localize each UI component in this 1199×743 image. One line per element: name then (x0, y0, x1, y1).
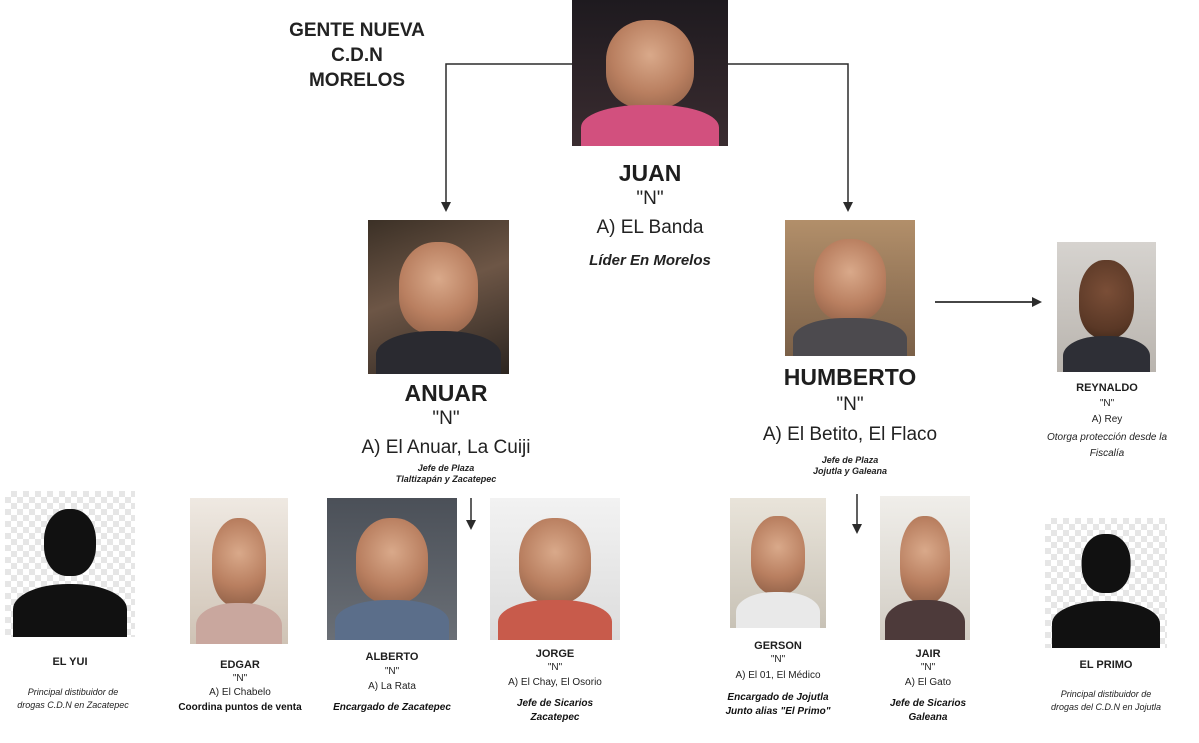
reynaldo-role-line-1: Otorga protección desde la (1046, 432, 1168, 443)
anuar-name: ANUAR (404, 380, 488, 406)
humberto-n: "N" (836, 394, 864, 415)
el-yui-role-line-2: drogas C.D.N en Zacatepec (17, 700, 129, 710)
anuar-role-line-2: Tlaltizapán y Zacatepec (395, 474, 497, 484)
jair-role-line-2: Galeana (908, 712, 948, 723)
jorge-n: "N" (547, 662, 563, 673)
edgar-n: "N" (232, 673, 248, 684)
title-line-3: MORELOS (308, 70, 406, 91)
jorge-photo (490, 498, 620, 640)
gerson-role-line-2: Junto alias "El Primo" (725, 706, 831, 717)
jorge-name: JORGE (535, 648, 575, 660)
silhouette-body-icon (12, 584, 128, 637)
el-primo-role-line-2: drogas del C.D.N en Jojutla (1050, 702, 1162, 712)
juan-role: Líder En Morelos (589, 252, 711, 269)
gerson-role-line-1: Encargado de Jojutla (727, 692, 829, 703)
edgar-alias: A) El Chabelo (209, 687, 271, 698)
gerson-alias: A) El 01, El Médico (735, 670, 821, 681)
silhouette-head-icon (44, 508, 96, 576)
el-primo-name: EL PRIMO (1079, 659, 1133, 671)
jair-n: "N" (920, 662, 936, 673)
silhouette-head-icon (1081, 533, 1131, 594)
el-primo-silhouette (1045, 518, 1167, 648)
jair-photo (880, 496, 970, 640)
gerson-n: "N" (770, 654, 786, 665)
edgar-name: EDGAR (220, 659, 260, 671)
anuar-role-line-1: Jefe de Plaza (417, 463, 475, 473)
juan-alias: A) EL Banda (596, 217, 704, 238)
humberto-alias: A) El Betito, El Flaco (762, 424, 938, 445)
jorge-alias: A) El Chay, El Osorio (508, 677, 602, 688)
jair-role-line-1: Jefe de Sicarios (889, 698, 967, 709)
jair-alias: A) El Gato (904, 677, 952, 688)
el-yui-silhouette (5, 491, 135, 637)
reynaldo-n: "N" (1099, 398, 1115, 409)
alberto-photo (327, 498, 457, 640)
el-yui-name: EL YUI (52, 656, 88, 668)
gerson-name: GERSON (754, 640, 802, 652)
silhouette-body-icon (1052, 601, 1160, 648)
title-line-2: C.D.N (331, 45, 383, 66)
edgar-photo (190, 498, 288, 644)
humberto-photo (785, 220, 915, 356)
juan-photo (572, 0, 728, 146)
juan-name: JUAN (618, 160, 682, 186)
connector-juan-to-humberto (728, 63, 853, 212)
alberto-alias: A) La Rata (368, 681, 416, 692)
anuar-photo (368, 220, 509, 374)
alberto-n: "N" (384, 666, 400, 677)
reynaldo-name: REYNALDO (1076, 382, 1138, 394)
el-primo-role-line-1: Principal distibuidor de (1060, 689, 1152, 699)
anuar-n: "N" (432, 408, 460, 429)
humberto-role-line-1: Jefe de Plaza (821, 455, 879, 465)
jorge-role-line-1: Jefe de Sicarios (516, 698, 594, 709)
title-line-1: GENTE NUEVA (289, 20, 425, 41)
humberto-name: HUMBERTO (783, 364, 917, 390)
edgar-role: Coordina puntos de venta (178, 702, 302, 713)
alberto-name: ALBERTO (365, 651, 419, 663)
jorge-role-line-2: Zacatepec (530, 712, 580, 723)
anuar-alias: A) El Anuar, La Cuiji (361, 437, 531, 458)
el-yui-role-line-1: Principal distibuidor de (27, 687, 119, 697)
reynaldo-photo (1057, 242, 1156, 372)
alberto-role: Encargado de Zacatepec (333, 702, 451, 713)
jair-name: JAIR (915, 648, 941, 660)
humberto-role-line-2: Jojutla y Galeana (812, 466, 888, 476)
reynaldo-alias: A) Rey (1091, 414, 1123, 425)
connector-juan-to-anuar (441, 63, 572, 212)
juan-n: "N" (636, 188, 664, 209)
reynaldo-role-line-2: Fiscalía (1089, 448, 1125, 459)
gerson-photo (730, 498, 826, 628)
diagram-title: GENTE NUEVA C.D.N MORELOS (262, 18, 452, 93)
